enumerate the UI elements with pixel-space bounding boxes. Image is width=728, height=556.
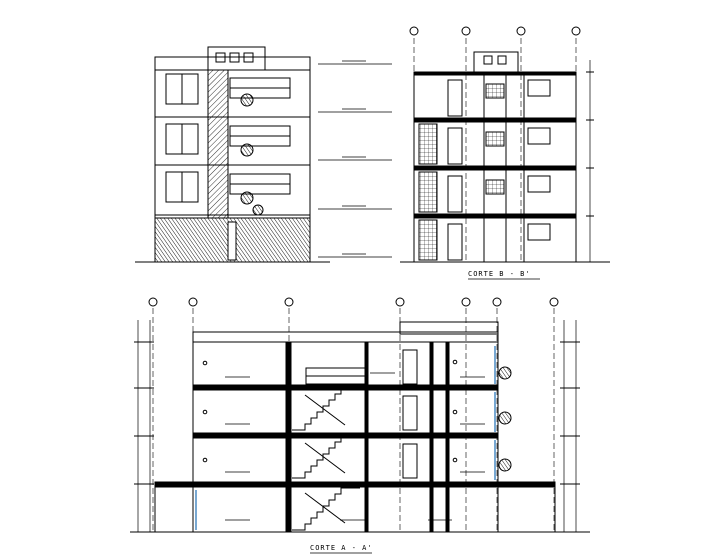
section-b-drawing (400, 26, 610, 263)
front-elevation (135, 46, 330, 263)
level-notes (318, 60, 392, 258)
section-b-title: CORTE B - B' (468, 270, 531, 278)
section-a-title: CORTE A - A' (310, 544, 373, 552)
section-a-drawing (130, 297, 590, 533)
